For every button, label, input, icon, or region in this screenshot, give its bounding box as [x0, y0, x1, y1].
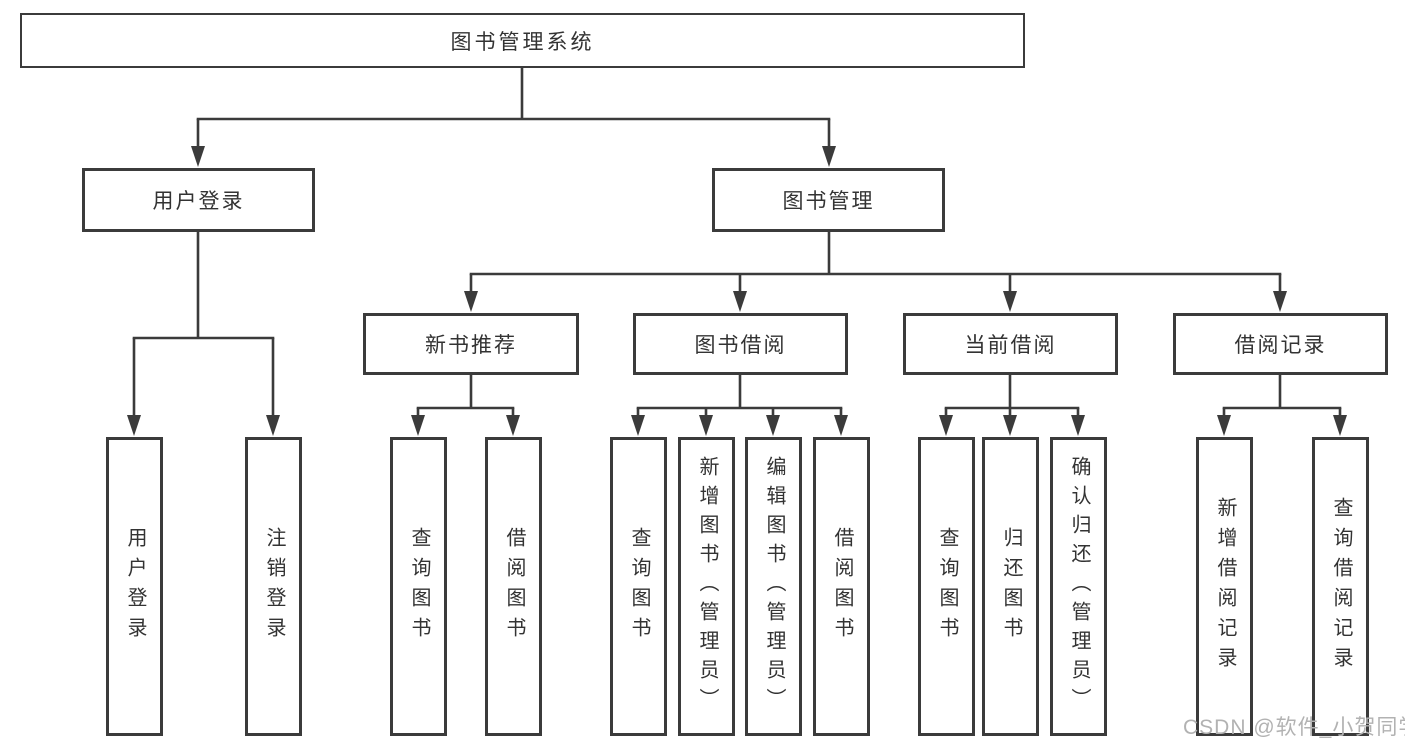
leaf-borrow-books-recommend: 借阅图书	[485, 437, 542, 736]
leaf-logout: 注销登录	[245, 437, 302, 736]
node-book-borrowing-label: 图书借阅	[694, 334, 787, 357]
leaf-query-books-recommend: 查询图书	[390, 437, 447, 736]
node-user-login-branch: 用户登录	[82, 168, 315, 232]
leaf-borrow-books-recommend-label: 借阅图书	[503, 526, 525, 647]
node-book-borrowing: 图书借阅	[633, 313, 848, 375]
leaf-query-books-current: 查询图书	[918, 437, 975, 736]
node-book-management-branch-label: 图书管理	[782, 190, 875, 213]
node-library-management-system-label: 图书管理系统	[450, 30, 595, 54]
leaf-query-books-recommend-label: 查询图书	[408, 526, 430, 647]
watermark: CSDN @软件_小贺同学	[1183, 716, 1405, 739]
leaf-return-books-label: 归还图书	[1000, 526, 1022, 647]
leaf-add-books-admin-label: 新增图书（管理员）	[696, 456, 718, 717]
node-new-book-recommendation-label: 新书推荐	[425, 334, 517, 357]
node-current-borrowing: 当前借阅	[903, 313, 1118, 375]
node-new-book-recommendation: 新书推荐	[363, 313, 579, 375]
leaf-user-login: 用户登录	[106, 437, 163, 736]
leaf-query-books-current-label: 查询图书	[936, 526, 958, 647]
leaf-logout-label: 注销登录	[263, 526, 285, 647]
leaf-edit-books-admin: 编辑图书（管理员）	[745, 437, 802, 736]
node-borrowing-records: 借阅记录	[1173, 313, 1388, 375]
leaf-user-login-label: 用户登录	[124, 526, 146, 647]
leaf-borrow-books-borrowing: 借阅图书	[813, 437, 870, 736]
leaf-query-books-borrowing-label: 查询图书	[628, 526, 650, 647]
leaf-return-books: 归还图书	[982, 437, 1039, 736]
leaf-confirm-return-admin-label: 确认归还（管理员）	[1068, 456, 1090, 717]
node-borrowing-records-label: 借阅记录	[1234, 334, 1327, 357]
node-current-borrowing-label: 当前借阅	[964, 334, 1057, 357]
leaf-query-borrow-record: 查询借阅记录	[1312, 437, 1369, 736]
leaf-query-books-borrowing: 查询图书	[610, 437, 667, 736]
leaf-confirm-return-admin: 确认归还（管理员）	[1050, 437, 1107, 736]
leaf-edit-books-admin-label: 编辑图书（管理员）	[763, 456, 785, 717]
leaf-add-borrow-record-label: 新增借阅记录	[1214, 496, 1236, 677]
leaf-borrow-books-borrowing-label: 借阅图书	[831, 526, 853, 647]
leaf-add-borrow-record: 新增借阅记录	[1196, 437, 1253, 736]
leaf-query-borrow-record-label: 查询借阅记录	[1330, 496, 1352, 677]
leaf-add-books-admin: 新增图书（管理员）	[678, 437, 735, 736]
node-book-management-branch: 图书管理	[712, 168, 945, 232]
node-library-management-system: 图书管理系统	[20, 13, 1025, 68]
node-user-login-branch-label: 用户登录	[152, 190, 245, 213]
